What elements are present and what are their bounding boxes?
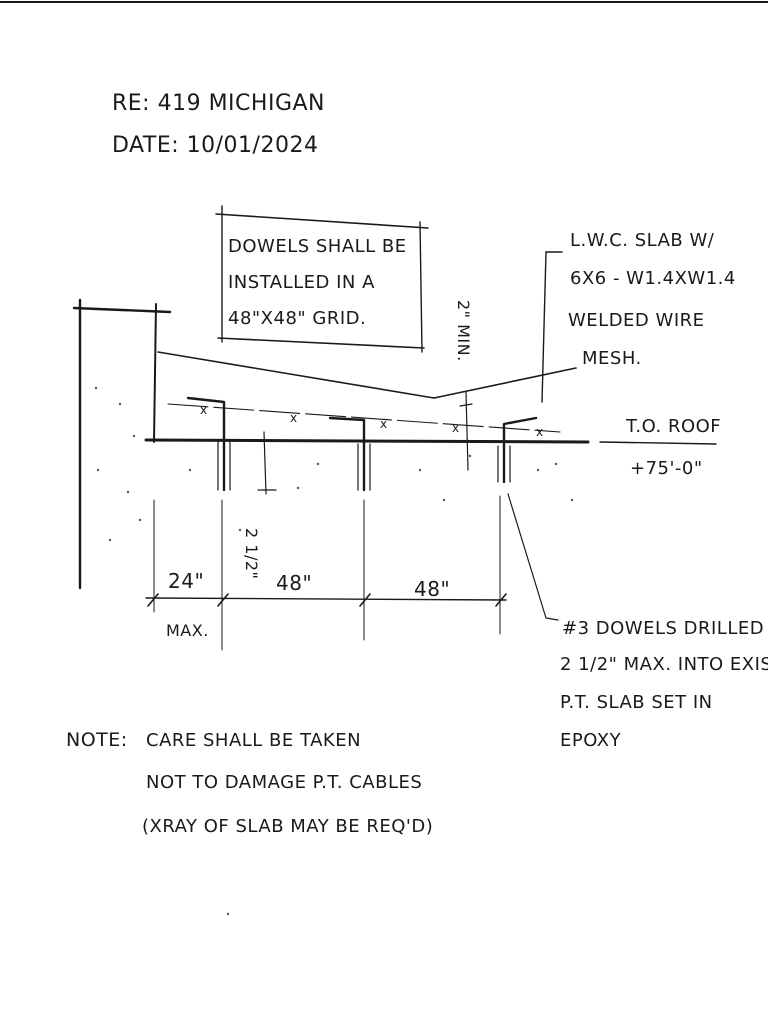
min-depth-annotation: 2" MIN. (454, 300, 473, 471)
sloped-topping (157, 351, 577, 399)
top-of-roof-elevation: +75'-0" (630, 458, 703, 479)
embed-depth-label: 2 1/2" (242, 528, 261, 579)
note-label: NOTE: (66, 729, 128, 751)
dowel-1 (186, 396, 231, 492)
svg-text:x: x (290, 411, 298, 425)
slab-mesh-callout: L.W.C. SLAB W/ 6X6 - W1.4XW1.4 WELDED WI… (541, 230, 736, 403)
dowel-grid-line-3: 48"X48" GRID. (228, 308, 366, 329)
parapet-wall (72, 298, 172, 590)
dim-spacing-1: 48" (276, 571, 312, 595)
embed-depth-dimension: 2 1/2" (242, 431, 277, 579)
note-line-2: NOT TO DAMAGE P.T. CABLES (146, 772, 422, 793)
dim-edge-note: MAX. (166, 621, 209, 640)
dim-spacing-2: 48" (414, 577, 450, 601)
svg-text:x: x (200, 403, 208, 417)
svg-text:x: x (380, 417, 388, 431)
dowel-3 (497, 416, 538, 484)
min-depth-label: 2" MIN. (454, 300, 473, 362)
general-note: NOTE: CARE SHALL BE TAKEN NOT TO DAMAGE … (66, 729, 433, 837)
dim-edge: 24" (168, 569, 204, 593)
dowel-spec-line-3: P.T. SLAB SET IN (560, 692, 713, 713)
dowel-spec-line-1: #3 DOWELS DRILLED (562, 618, 764, 639)
date-line: DATE: 10/01/2024 (112, 133, 318, 158)
note-line-3: (XRAY OF SLAB MAY BE REQ'D) (142, 816, 433, 837)
slab-mesh-line-1: L.W.C. SLAB W/ (570, 230, 715, 251)
concrete-hatch (94, 386, 574, 916)
dowel-grid-line-2: INSTALLED IN A (228, 272, 375, 293)
note-line-1: CARE SHALL BE TAKEN (146, 730, 361, 751)
wire-mesh: x x x x x (167, 403, 561, 439)
re-line: RE: 419 MICHIGAN (112, 91, 325, 116)
existing-slab-top (144, 438, 590, 444)
slab-mesh-line-4: MESH. (582, 348, 642, 369)
dowel-spec-callout: #3 DOWELS DRILLED 2 1/2" MAX. INTO EXIST… (507, 493, 768, 751)
dowel-spec-line-4: EPOXY (560, 730, 622, 751)
dowel-grid-callout: DOWELS SHALL BE INSTALLED IN A 48"X48" G… (215, 205, 429, 353)
top-of-roof-callout: T.O. ROOF +75'-0" (599, 416, 721, 479)
dowel-2 (328, 416, 371, 492)
slab-mesh-line-3: WELDED WIRE (568, 310, 705, 331)
slab-mesh-line-2: 6X6 - W1.4XW1.4 (570, 268, 736, 289)
svg-text:x: x (536, 425, 544, 439)
dimension-string: 24" MAX. 48" 48" (145, 495, 507, 651)
svg-text:x: x (452, 421, 460, 435)
top-of-roof-label: T.O. ROOF (625, 416, 721, 437)
dowel-spec-line-2: 2 1/2" MAX. INTO EXIST. (560, 654, 768, 675)
dowel-grid-line-1: DOWELS SHALL BE (228, 236, 407, 257)
